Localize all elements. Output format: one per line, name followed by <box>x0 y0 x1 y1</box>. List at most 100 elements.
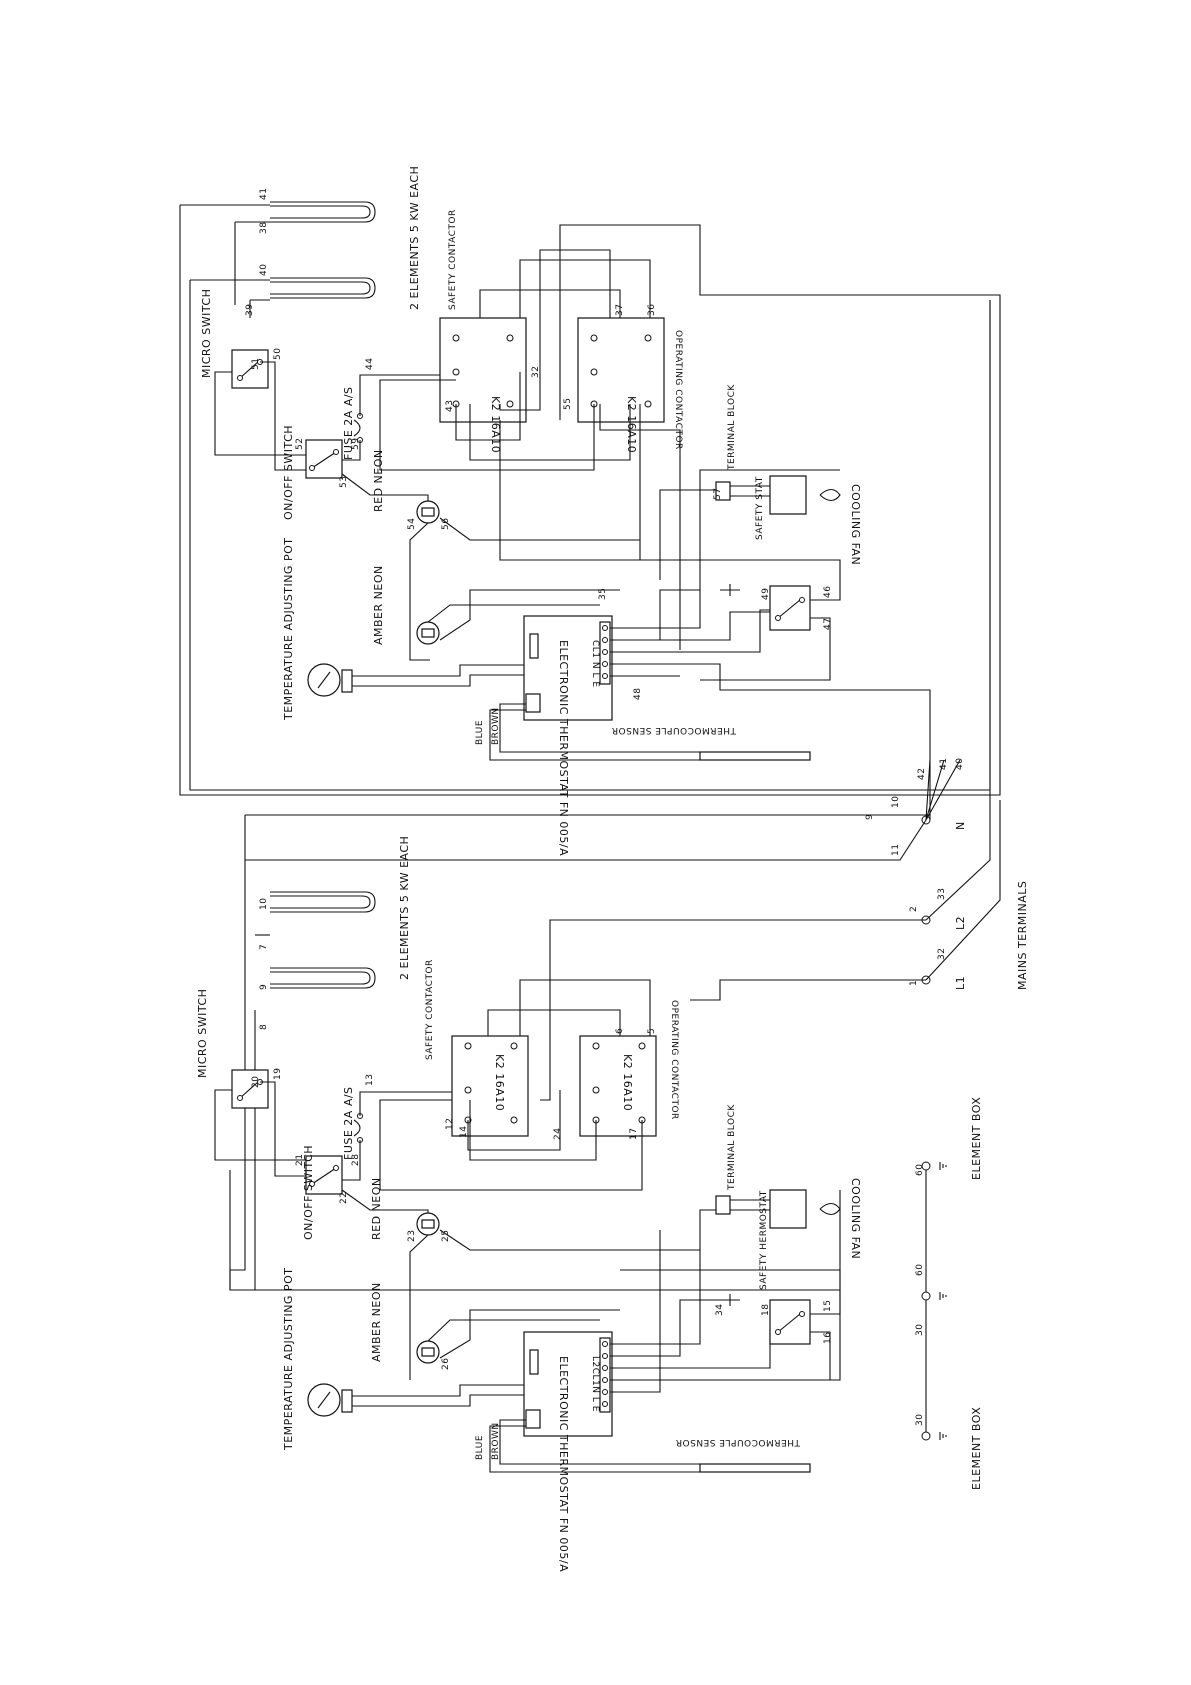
wire-n-41: 41 <box>939 758 949 770</box>
wire-15: 15 <box>823 1300 833 1312</box>
on-off-switch-a[interactable] <box>305 439 343 479</box>
earth-wire-60b: 60 <box>915 1264 925 1276</box>
wire-42: 42 <box>917 768 927 780</box>
wire-24: 24 <box>553 1128 563 1140</box>
electronic-thermostat-a[interactable]: ELECTRONIC THERMOSTAT FN 005/A CL1 N L E <box>523 615 613 856</box>
blue-label-b: BLUE <box>475 1435 485 1460</box>
operating-contactor-label-b: OPERATING CONTACTOR <box>669 1000 679 1120</box>
wire-53: 53 <box>339 476 349 488</box>
wire-49: 49 <box>761 588 771 600</box>
wire-26: 26 <box>441 1358 451 1370</box>
micro-switch-a[interactable] <box>231 349 269 389</box>
contactor-model-a1: K2 16A10 <box>489 396 502 453</box>
wire-n-11: 11 <box>891 844 901 856</box>
wire-55: 55 <box>563 398 573 410</box>
sensor-label-b: THERMOCOUPLE SENSOR <box>675 1437 801 1447</box>
terminal-block-label-a: TERMINAL BLOCK <box>727 384 737 471</box>
earth-bar: 60 60 30 30 ELEMENT BOX ELEMENT BOX <box>915 1097 983 1490</box>
wire-52: 52 <box>295 438 305 450</box>
wire-34: 34 <box>715 1304 725 1316</box>
wire-18: 18 <box>761 1304 771 1316</box>
on-off-switch-b[interactable] <box>305 1155 343 1195</box>
contactor-model-b2: K2 16A10 <box>621 1054 634 1111</box>
thermostat-terminals-a: CL1 N L E <box>590 640 600 688</box>
fuse-b[interactable] <box>353 1113 363 1143</box>
safety-stat-label-a: SAFETY STAT <box>755 476 765 540</box>
element-box-label-left: ELEMENT BOX <box>970 1407 983 1490</box>
wire-28: 28 <box>351 1154 361 1166</box>
wire-l2-2: 2 <box>909 906 919 912</box>
wire-23: 23 <box>407 1230 417 1242</box>
wire-13: 13 <box>365 1074 375 1086</box>
heating-element-a2 <box>270 277 376 299</box>
elements-label-b: 2 ELEMENTS 5 KW EACH <box>398 836 411 980</box>
wire-l1-1: 1 <box>909 980 919 986</box>
operating-contactor-a[interactable]: K2 16A10 <box>577 317 665 453</box>
wire-48: 48 <box>633 688 643 700</box>
brown-label-b: BROWN <box>491 1422 501 1460</box>
wire-44: 44 <box>365 358 375 370</box>
wire-32: 32 <box>531 366 541 378</box>
cooling-fan-a <box>769 475 841 515</box>
circuit-b: 2 ELEMENTS 5 KW EACH 10 7 9 8 K2 16A10 S… <box>196 814 930 1572</box>
operating-contactor-b[interactable]: K2 16A10 <box>579 1035 657 1137</box>
element-box-label-right: ELEMENT BOX <box>970 1097 983 1180</box>
circuit-a: 2 ELEMENTS 5 KW EACH 41 38 40 39 K2 16A1… <box>179 166 1001 856</box>
safety-contactor-label-b: SAFETY CONTACTOR <box>425 959 435 1060</box>
wire-7: 7 <box>259 944 269 950</box>
safety-contactor-a[interactable]: K2 16A10 <box>439 317 527 453</box>
mains-label: MAINS TERMINALS <box>1016 881 1029 990</box>
wire-l1-32: 32 <box>937 948 947 960</box>
on-off-switch-label-a: ON/OFF SWITCH <box>282 425 295 520</box>
wire-47: 47 <box>823 618 833 630</box>
safety-stat-a[interactable] <box>769 585 811 631</box>
micro-switch-b[interactable] <box>231 1069 269 1109</box>
cooling-fan-label-b: COOLING FAN <box>849 1178 862 1259</box>
amber-neon-label-b: AMBER NEON <box>370 1282 383 1362</box>
amber-neon-b <box>416 1340 440 1364</box>
wire-40: 40 <box>259 264 269 276</box>
terminal-block-label-b: TERMINAL BLOCK <box>727 1104 737 1191</box>
safety-contactor-b[interactable]: K2 16A10 <box>451 1035 529 1137</box>
mains-l2-label: L2 <box>954 916 967 930</box>
mains-l1-label: L1 <box>954 976 967 990</box>
wire-37: 37 <box>615 304 625 316</box>
wire-38: 38 <box>259 222 269 234</box>
brown-label-a: BROWN <box>491 707 501 745</box>
wire-n-9: 9 <box>865 814 875 820</box>
safety-thermostat-b[interactable] <box>769 1299 811 1345</box>
fuse-label-a: FUSE 2A A/S <box>342 386 355 460</box>
cooling-fan-label-a: COOLING FAN <box>849 484 862 565</box>
terminal-block-b <box>715 1195 731 1215</box>
safety-contactor-label-a: SAFETY CONTACTOR <box>448 209 458 310</box>
safety-thermostat-label-b: SAFETY HERMOSTAT <box>759 1190 769 1290</box>
temperature-pot-b[interactable] <box>307 1383 353 1417</box>
operating-contactor-label-a: OPERATING CONTACTOR <box>673 330 683 450</box>
wire-54: 54 <box>407 518 417 530</box>
wire-14: 14 <box>459 1126 469 1138</box>
heating-element-b1 <box>270 891 376 913</box>
contactor-model-b1: K2 16A10 <box>493 1054 506 1111</box>
wire-9: 9 <box>259 984 269 990</box>
micro-switch-label-a: MICRO SWITCH <box>200 289 213 378</box>
wire-l2-33: 33 <box>937 888 947 900</box>
wire-8: 8 <box>259 1024 269 1030</box>
electronic-thermostat-b[interactable]: ELECTRONIC THERMOSTAT FN 005/A L2CL1N L … <box>523 1331 613 1572</box>
wire-12: 12 <box>445 1118 455 1130</box>
wire-6: 6 <box>615 1028 625 1034</box>
red-neon-b <box>416 1212 440 1236</box>
terminal-block-a <box>715 481 731 501</box>
mains-n-label: N <box>954 821 967 830</box>
wire-43: 43 <box>445 400 455 412</box>
temperature-pot-a[interactable] <box>307 663 353 697</box>
cooling-fan-b <box>769 1189 841 1229</box>
wire-56: 56 <box>441 518 451 530</box>
earth-wire-30a: 30 <box>915 1324 925 1336</box>
thermocouple-sensor-a <box>699 751 811 761</box>
blue-label-a: BLUE <box>475 720 485 745</box>
earth-wire-30b: 30 <box>915 1414 925 1426</box>
fuse-label-b: FUSE 2A A/S <box>342 1086 355 1160</box>
wire-n-40: 40 <box>955 758 965 770</box>
contactor-model-a2: K2 16A10 <box>625 396 638 453</box>
